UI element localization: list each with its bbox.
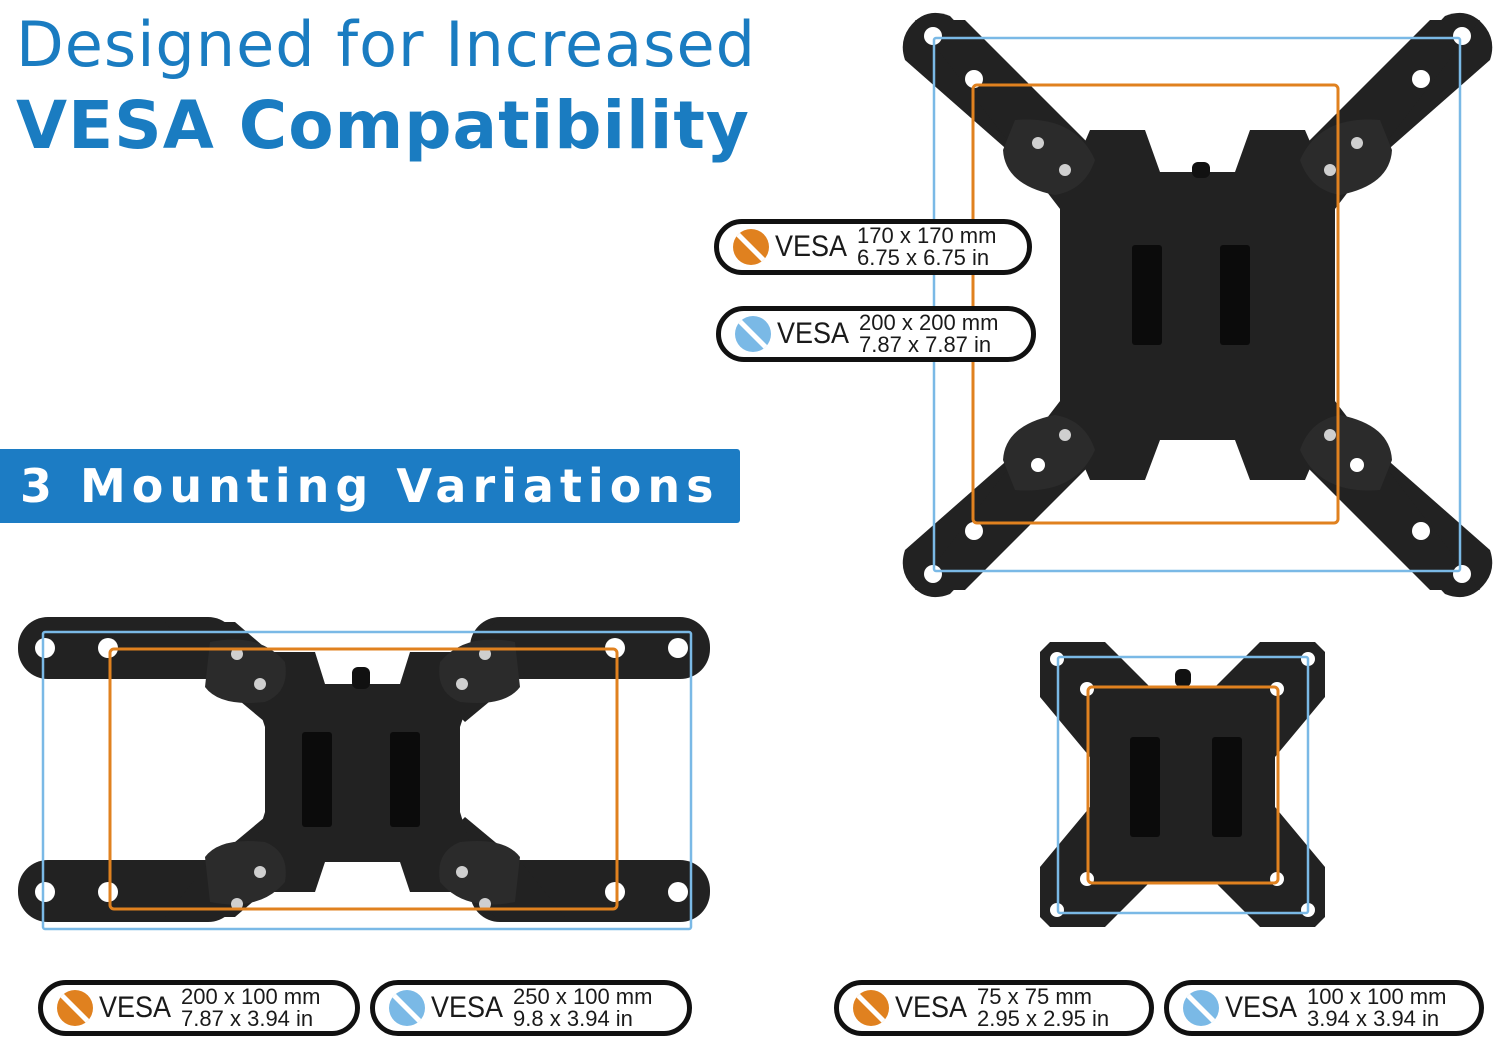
vesa-dimensions: 200 x 100 mm 7.87 x 3.94 in: [181, 986, 320, 1030]
vesa-inches: 7.87 x 3.94 in: [181, 1006, 314, 1031]
vesa-dimensions: 75 x 75 mm 2.95 x 2.95 in: [977, 986, 1109, 1030]
vesa-mm: 75 x 75 mm: [977, 984, 1092, 1009]
vesa-mm: 200 x 200 mm: [859, 310, 999, 335]
large-x-mount-illustration: [902, 12, 1493, 598]
vesa-label-200x200: VESA 200 x 200 mm 7.87 x 7.87 in: [716, 306, 1036, 362]
vesa-inches: 6.75 x 6.75 in: [857, 245, 990, 270]
banner-label: 3 Mounting Variations: [20, 459, 720, 513]
vesa-prefix: VESA: [775, 230, 848, 263]
vesa-dimensions: 170 x 170 mm 6.75 x 6.75 in: [857, 225, 996, 269]
vesa-label-100x100: VESA 100 x 100 mm 3.94 x 3.94 in: [1164, 980, 1484, 1036]
vesa-prefix: VESA: [777, 317, 850, 350]
blue-vesa-badge-icon: [389, 990, 425, 1026]
vesa-label-170x170: VESA 170 x 170 mm 6.75 x 6.75 in: [714, 219, 1032, 275]
vesa-prefix: VESA: [431, 991, 504, 1024]
vesa-label-75x75: VESA 75 x 75 mm 2.95 x 2.95 in: [834, 980, 1154, 1036]
vesa-mm: 200 x 100 mm: [181, 984, 321, 1009]
vesa-prefix: VESA: [99, 991, 172, 1024]
vesa-label-250x100: VESA 250 x 100 mm 9.8 x 3.94 in: [370, 980, 692, 1036]
vesa-dimensions: 100 x 100 mm 3.94 x 3.94 in: [1307, 986, 1446, 1030]
vesa-mm: 170 x 170 mm: [857, 223, 997, 248]
mounting-variations-banner: 3 Mounting Variations: [0, 449, 740, 523]
vesa-mm: 100 x 100 mm: [1307, 984, 1447, 1009]
wide-h-mount-illustration: [18, 617, 710, 931]
vesa-mm: 250 x 100 mm: [513, 984, 653, 1009]
headline-line-2: VESA Compatibility: [16, 87, 750, 164]
vesa-inches: 2.95 x 2.95 in: [977, 1006, 1110, 1031]
vesa-prefix: VESA: [895, 991, 968, 1024]
blue-vesa-badge-icon: [735, 316, 771, 352]
vesa-inches: 3.94 x 3.94 in: [1307, 1006, 1440, 1031]
vesa-inches: 9.8 x 3.94 in: [513, 1006, 633, 1031]
vesa-inches: 7.87 x 7.87 in: [859, 332, 992, 357]
small-square-mount-illustration: [1040, 642, 1325, 927]
blue-vesa-badge-icon: [1183, 990, 1219, 1026]
orange-vesa-badge-icon: [853, 990, 889, 1026]
orange-vesa-badge-icon: [733, 229, 769, 265]
vesa-label-200x100: VESA 200 x 100 mm 7.87 x 3.94 in: [38, 980, 360, 1036]
headline-line-1: Designed for Increased: [16, 8, 756, 81]
vesa-dimensions: 200 x 200 mm 7.87 x 7.87 in: [859, 312, 998, 356]
orange-vesa-badge-icon: [57, 990, 93, 1026]
vesa-dimensions: 250 x 100 mm 9.8 x 3.94 in: [513, 986, 652, 1030]
vesa-prefix: VESA: [1225, 991, 1298, 1024]
